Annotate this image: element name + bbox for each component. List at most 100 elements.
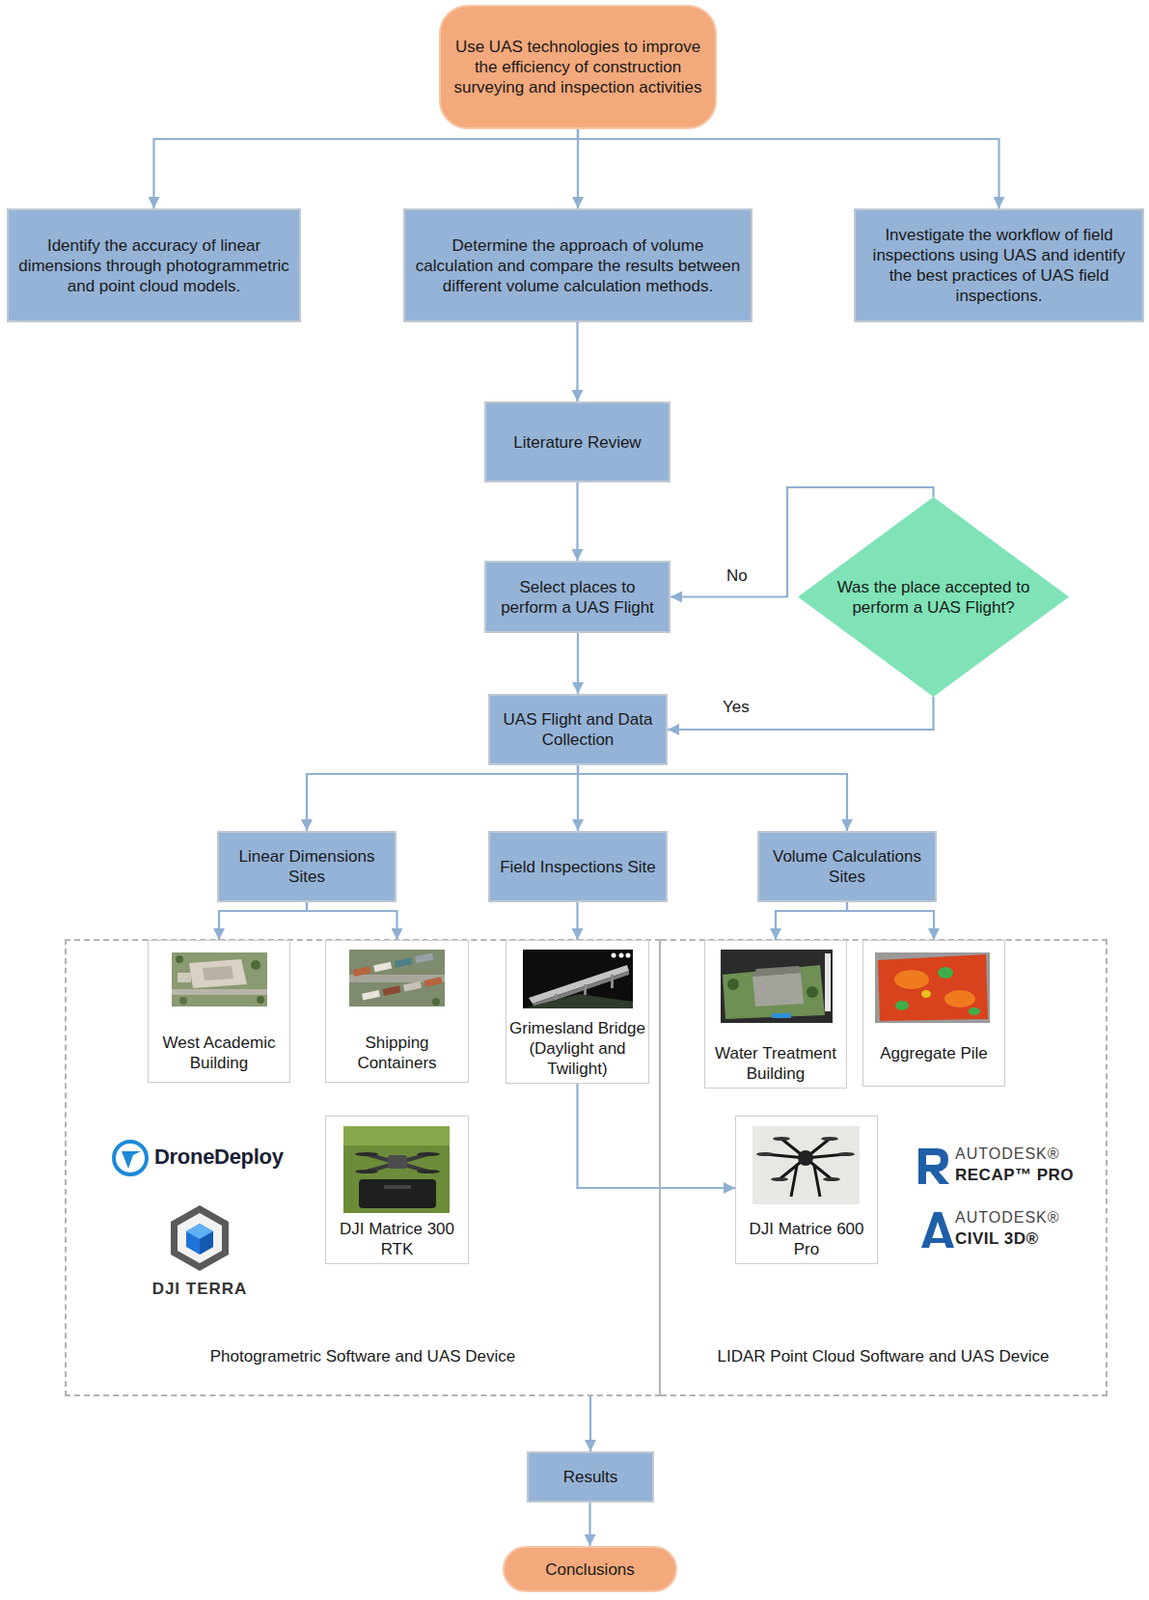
diamond-fill bbox=[797, 496, 1069, 697]
flow-arrow bbox=[577, 1083, 737, 1188]
node-text: Grimesland Bridge (Daylight and Twilight… bbox=[506, 1017, 649, 1079]
node-text: Investigate the workflow of field inspec… bbox=[863, 224, 1135, 306]
flow-arrow bbox=[575, 482, 578, 561]
building-photo bbox=[189, 958, 247, 988]
node-text: Results bbox=[563, 1466, 619, 1487]
dji-terra-icon bbox=[177, 1212, 222, 1263]
terminal-box: Use UAS technologies to improve the effi… bbox=[438, 4, 717, 130]
drone-m600-photo bbox=[820, 1136, 839, 1141]
building-photo bbox=[256, 995, 265, 1004]
drone-m600-photo bbox=[837, 1151, 855, 1156]
dji-terra-icon bbox=[170, 1204, 229, 1271]
containers-photo bbox=[373, 961, 392, 973]
drone-m300-photo bbox=[358, 1178, 437, 1208]
water-plant-model bbox=[771, 1012, 792, 1018]
logo-text: AUTODESK® bbox=[955, 1208, 1061, 1227]
containers-photo bbox=[353, 965, 372, 977]
dji-terra-icon bbox=[199, 1231, 214, 1255]
drone-m300-photo bbox=[343, 1125, 450, 1146]
node-text: Aggregate Pile bbox=[863, 1042, 1005, 1064]
drone-m600-photo bbox=[752, 1125, 860, 1204]
node-text: Literature Review bbox=[513, 432, 641, 453]
image-card: West Academic Building bbox=[147, 939, 291, 1083]
node-text: Shipping Containers bbox=[326, 1032, 468, 1073]
drone-m600-photo bbox=[752, 1125, 860, 1204]
flow-arrow bbox=[576, 129, 579, 209]
process-box: Investigate the workflow of field inspec… bbox=[853, 208, 1145, 323]
node-text: Field Inspections Site bbox=[499, 856, 657, 877]
process-box: Field Inspections Site bbox=[488, 830, 668, 903]
flow-arrow bbox=[576, 632, 579, 694]
flow-arrow bbox=[306, 765, 578, 831]
dronedeploy-icon bbox=[113, 1141, 147, 1175]
image-card: Aggregate Pile bbox=[862, 939, 1006, 1087]
drone-m300-photo bbox=[355, 1151, 379, 1156]
building-photo bbox=[202, 965, 234, 981]
drone-m600-photo bbox=[756, 1151, 774, 1156]
drone-m600-photo bbox=[791, 1165, 797, 1197]
water-plant-model bbox=[722, 964, 825, 1019]
bridge-pointcloud bbox=[619, 953, 625, 958]
node-text: Volume Calculations Sites bbox=[766, 846, 928, 887]
drone-m300-photo bbox=[366, 1153, 429, 1172]
bridge-pointcloud bbox=[522, 949, 633, 1009]
drone-m600-photo bbox=[765, 1138, 847, 1197]
image-card: Shipping Containers bbox=[325, 939, 469, 1083]
water-plant-model bbox=[824, 953, 831, 1012]
containers-photo bbox=[432, 997, 440, 1006]
containers-photo bbox=[349, 949, 445, 1007]
process-box: Select places to perform a UAS Flight bbox=[484, 560, 671, 633]
aggregate-heatmap bbox=[894, 969, 930, 989]
process-box: Results bbox=[526, 1450, 655, 1503]
drone-m600-photo bbox=[797, 1149, 814, 1166]
dashed-region: Photogrametric Software and UAS Device We… bbox=[64, 938, 661, 1396]
civil3d-icon bbox=[921, 1211, 955, 1248]
building-photo bbox=[171, 988, 268, 995]
building-photo bbox=[177, 972, 192, 983]
aggregate-heatmap bbox=[875, 952, 990, 1023]
flow-arrow bbox=[667, 696, 934, 730]
aggregate-heatmap bbox=[875, 952, 990, 1023]
node-text: Conclusions bbox=[545, 1559, 635, 1580]
containers-photo bbox=[353, 952, 443, 1002]
drone-m300-photo bbox=[383, 1184, 411, 1189]
bridge-pointcloud bbox=[611, 953, 617, 958]
dji-terra-icon bbox=[186, 1223, 214, 1255]
building-photo bbox=[250, 959, 261, 970]
dronedeploy-icon bbox=[121, 1150, 141, 1169]
drone-m300-photo bbox=[343, 1125, 450, 1213]
logo-text: RECAP™ PRO bbox=[955, 1165, 1074, 1185]
containers-photo bbox=[349, 949, 445, 1007]
process-box: Identify the accuracy of linear dimensio… bbox=[6, 208, 301, 323]
node-text: DJI Matrice 600 Pro bbox=[736, 1218, 877, 1259]
logo-text: AUTODESK® bbox=[955, 1145, 1061, 1163]
logo-text: DroneDeploy bbox=[154, 1144, 284, 1170]
process-box: Determine the approach of volume calcula… bbox=[403, 208, 753, 323]
dronedeploy-icon bbox=[113, 1141, 147, 1175]
water-plant-model bbox=[720, 949, 833, 1023]
terminal-box: Conclusions bbox=[502, 1545, 678, 1592]
drone-m600-photo bbox=[770, 1176, 789, 1181]
node-text: Linear Dimensions Sites bbox=[226, 846, 387, 887]
containers-photo bbox=[382, 984, 401, 996]
containers-photo bbox=[394, 957, 413, 968]
image-card: DJI Matrice 300 RTK bbox=[325, 1115, 469, 1264]
water-plant-model bbox=[752, 965, 801, 977]
flow-arrow bbox=[775, 902, 848, 940]
node-text: LIDAR Point Cloud Software and UAS Devic… bbox=[660, 1345, 1106, 1367]
civil3d-icon bbox=[928, 1237, 948, 1243]
process-box: Literature Review bbox=[484, 401, 671, 483]
containers-photo bbox=[361, 989, 381, 1001]
bridge-pointcloud bbox=[610, 974, 614, 988]
water-plant-model bbox=[806, 985, 819, 998]
node-text: Identify the accuracy of linear dimensio… bbox=[16, 235, 292, 297]
water-plant-model bbox=[752, 972, 804, 1007]
drone-m300-photo bbox=[366, 1153, 429, 1172]
drone-m300-photo bbox=[343, 1125, 450, 1213]
diamond-shape bbox=[797, 496, 1069, 697]
aggregate-heatmap bbox=[921, 989, 931, 998]
image-card: DJI Matrice 600 Pro bbox=[735, 1115, 878, 1264]
bridge-pointcloud bbox=[626, 953, 631, 958]
flow-arrow bbox=[576, 765, 579, 831]
node-text: Photogrametric Software and UAS Device bbox=[66, 1345, 659, 1367]
